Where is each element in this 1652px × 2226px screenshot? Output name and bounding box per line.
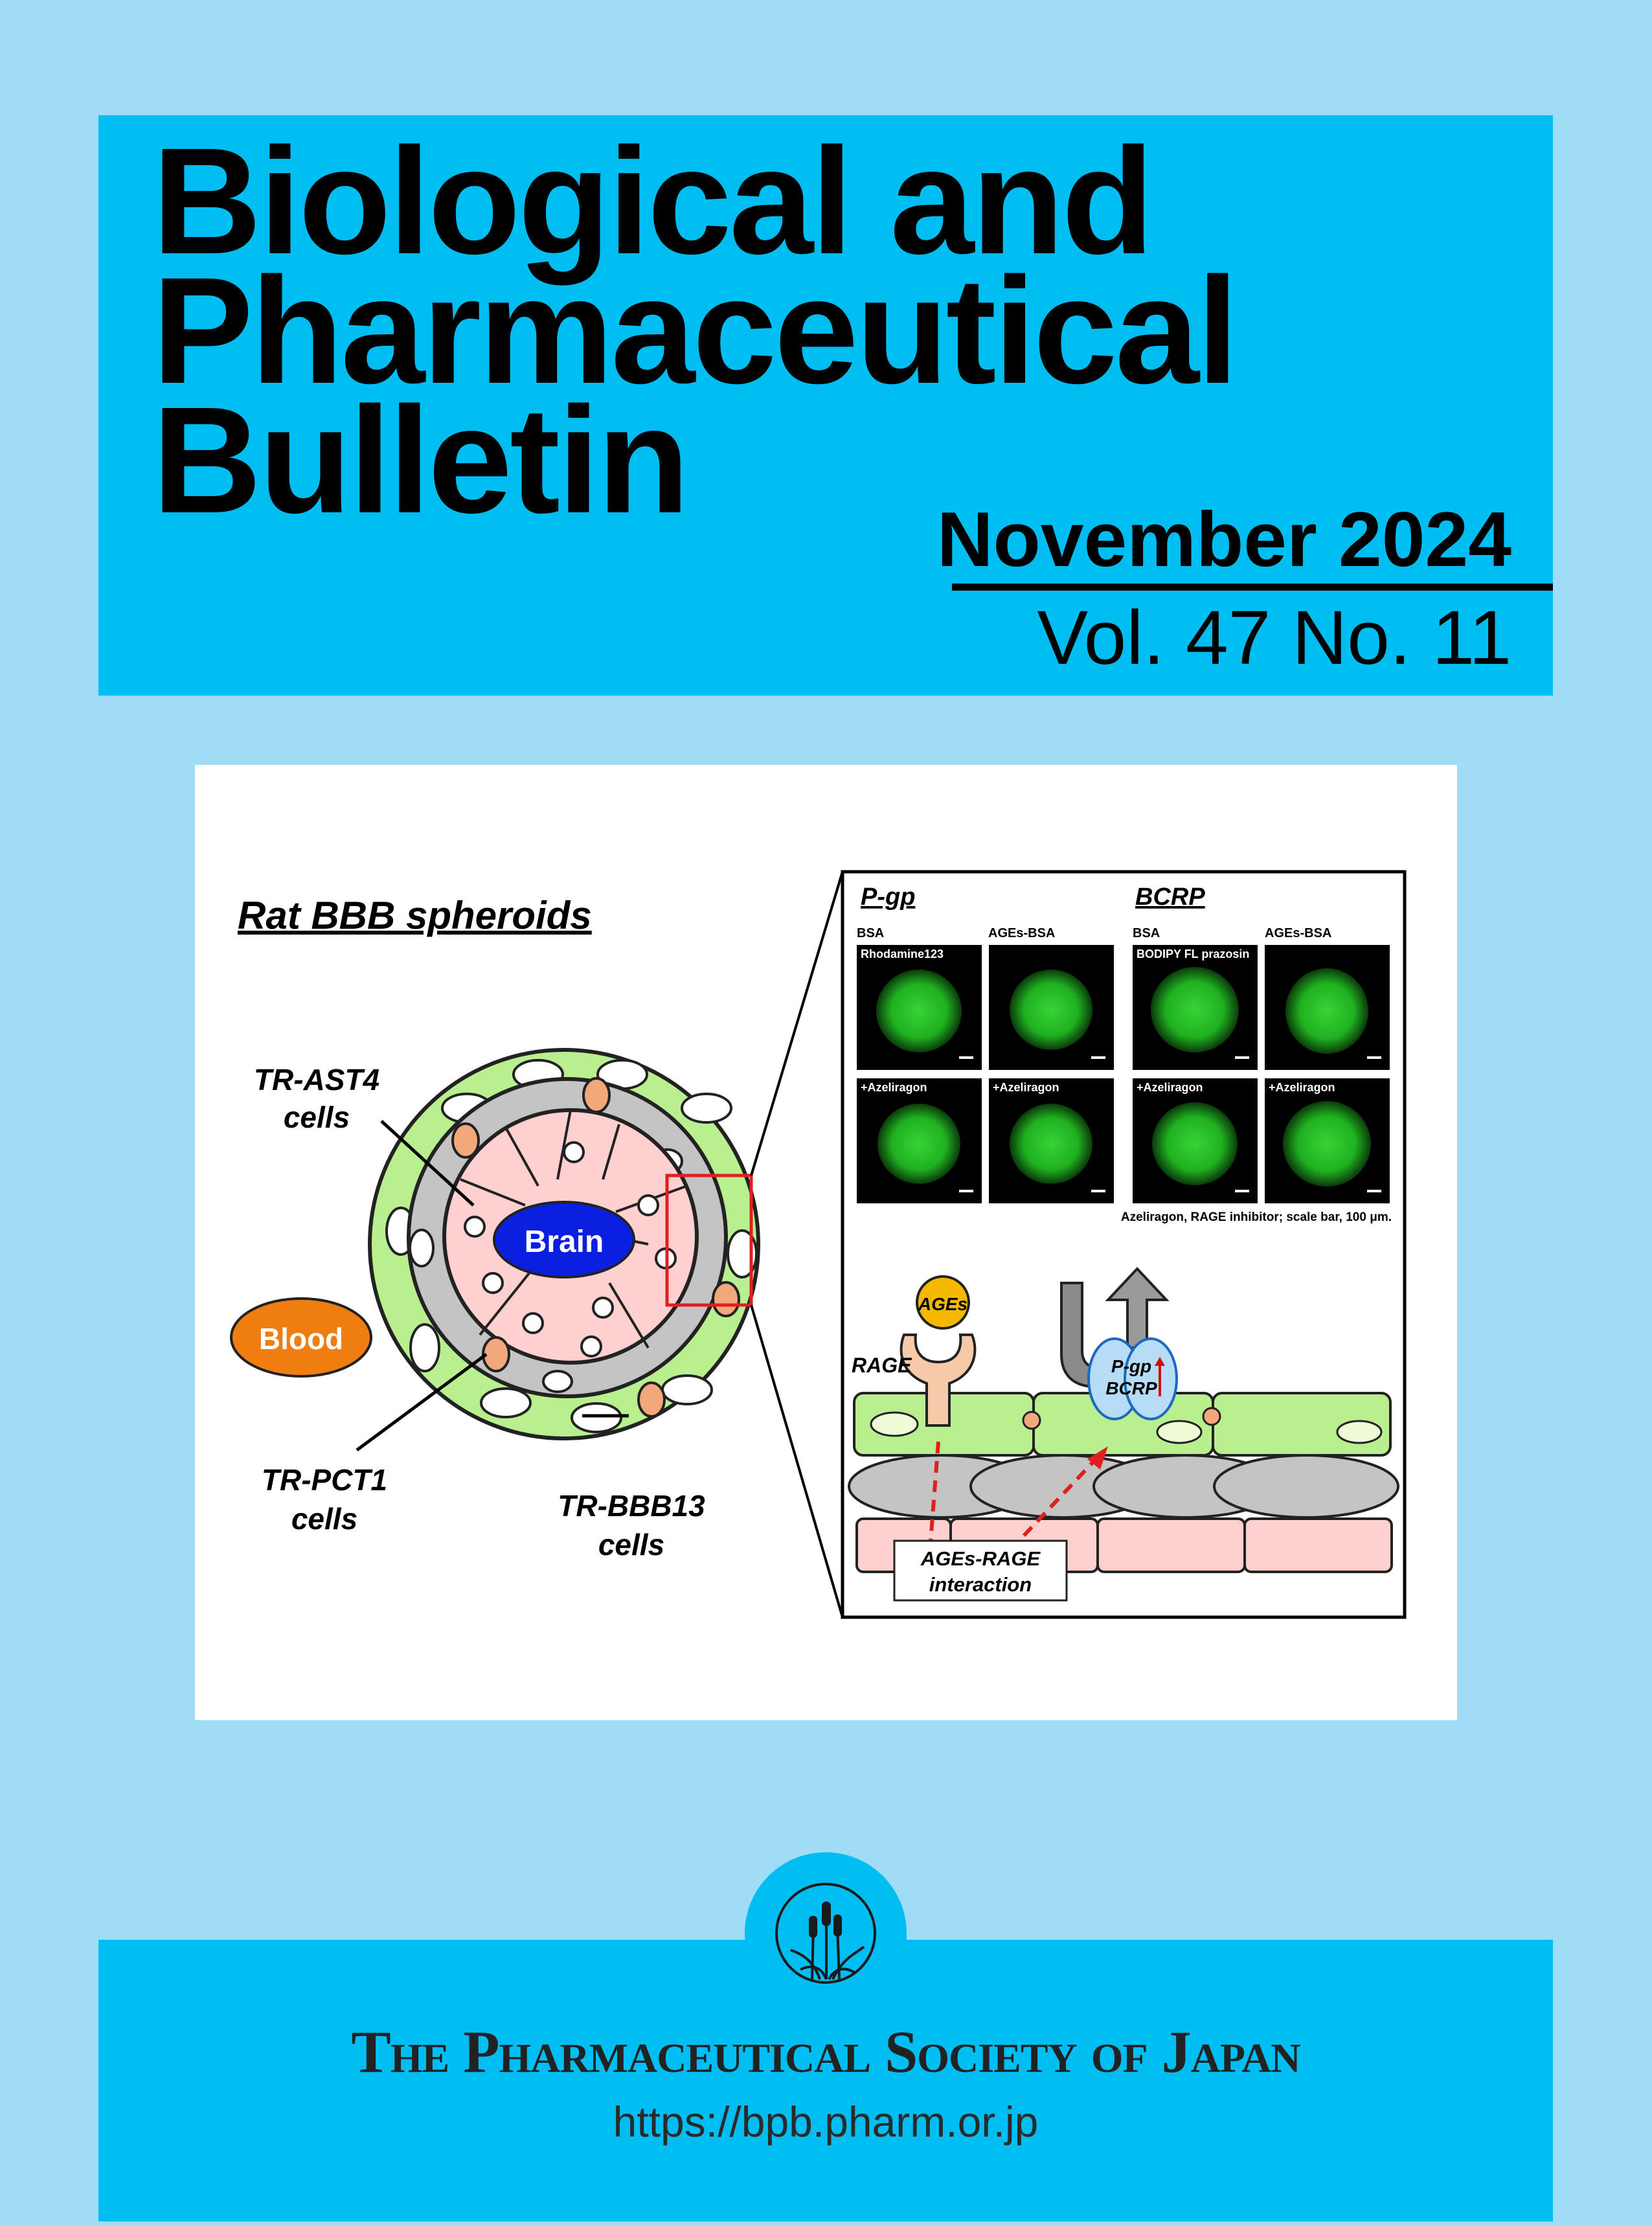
journal-title-line: Bulletin: [152, 375, 690, 545]
transporter: [1124, 1337, 1178, 1420]
probe-label: BODIPY FL prazosin: [1137, 948, 1249, 960]
cell-label-pct1: TR-PCT1: [262, 1463, 387, 1497]
pericyte: [482, 1336, 510, 1372]
issue-divider: [952, 584, 1553, 591]
journal-title-line: Pharmaceutical: [152, 245, 1239, 415]
publisher-name: The Pharmaceutical Society of Japan: [351, 2019, 1300, 2085]
rage-label: RAGE: [852, 1354, 912, 1377]
scale-bar: [1367, 1056, 1381, 1059]
cattail-plants-icon: [775, 1883, 876, 1984]
pericyte-layer-cell: [1213, 1454, 1399, 1519]
journal-title-line: Biological and: [152, 116, 1154, 286]
cell-label-ast4-suffix: cells: [284, 1100, 350, 1134]
ages-label: AGEs: [918, 1294, 967, 1314]
rage-receptor: [900, 1334, 977, 1427]
barrier-schematic: AGEs RAGE P-gp BCRP AGEs-RAGE interactio…: [848, 1267, 1399, 1602]
scale-bar: [1235, 1190, 1249, 1192]
astrocyte-layer-cell: [1096, 1517, 1246, 1573]
inhibitor-label: +Azeliragon: [993, 1081, 1059, 1094]
issue-date: November 2024: [936, 496, 1511, 583]
scale-bar: [1091, 1056, 1105, 1059]
pericyte: [451, 1122, 480, 1159]
leader-line: [356, 1352, 488, 1452]
cell-label-ast4: TR-AST4: [254, 1063, 379, 1096]
image-caption: Azeliragon, RAGE inhibitor; scale bar, 1…: [1121, 1210, 1392, 1224]
scale-bar: [959, 1190, 973, 1192]
pericyte: [582, 1077, 611, 1113]
brain-label: Brain: [525, 1225, 604, 1259]
pericyte: [637, 1381, 666, 1418]
interaction-label: AGEs-RAGE: [920, 1547, 1041, 1570]
journal-title: Biological and Pharmaceutical Bulletin: [152, 116, 1239, 545]
condition-label: AGEs-BSA: [988, 926, 1055, 940]
zoom-connector: [750, 871, 844, 1176]
cover-graphic: Rat BBB spheroids: [230, 870, 1407, 1619]
brain-ellipse: [493, 1201, 635, 1278]
transporter-label: BCRP: [1105, 1378, 1157, 1398]
zoom-box: [665, 1174, 753, 1307]
volume-issue: Vol. 47 No. 11: [1037, 595, 1511, 681]
masthead: Biological and Pharmaceutical Bulletin N…: [98, 115, 1553, 696]
cover-figure: Rat BBB spheroids: [195, 765, 1457, 1720]
condition-label: AGEs-BSA: [1265, 926, 1331, 940]
spheroid-heading: Rat BBB spheroids: [238, 894, 592, 937]
probe-label: Rhodamine123: [861, 948, 944, 960]
inhibitor-label: +Azeliragon: [1137, 1081, 1203, 1094]
condition-label: BSA: [1133, 926, 1160, 940]
spheroid-diagram: Brain: [368, 1048, 760, 1440]
interaction-box: [893, 1539, 1068, 1602]
astrocyte-layer-cell: [1243, 1517, 1393, 1573]
condition-label: BSA: [857, 926, 884, 940]
fluorescence-image-grid: [857, 945, 1390, 1203]
bcrp-title: BCRP: [1135, 883, 1205, 911]
scale-bar: [1235, 1056, 1249, 1059]
blood-ellipse: [230, 1297, 372, 1378]
inhibitor-label: +Azeliragon: [861, 1081, 927, 1094]
pericyte: [712, 1281, 740, 1317]
inhibitor-label: +Azeliragon: [1269, 1081, 1335, 1094]
blood-label: Blood: [259, 1322, 343, 1356]
publisher-logo: [745, 1852, 907, 2014]
cell-label-bbb13-suffix: cells: [598, 1528, 664, 1562]
scale-bar: [959, 1056, 973, 1059]
cell-label-pct1-suffix: cells: [291, 1502, 357, 1536]
interaction-label: interaction: [929, 1573, 1032, 1596]
scale-bar: [1367, 1190, 1381, 1192]
leader-line: [380, 1120, 475, 1207]
publisher-url[interactable]: https://bpb.pharm.or.jp: [613, 2098, 1039, 2146]
signal-arrow: [929, 1441, 940, 1543]
cell-label-bbb13: TR-BBB13: [558, 1489, 705, 1523]
scale-bar: [1091, 1190, 1105, 1192]
pgp-title: P-gp: [861, 883, 915, 911]
zoom-connector: [750, 1304, 844, 1618]
transporter-label: P-gp: [1111, 1356, 1151, 1376]
ages-molecule: [916, 1275, 970, 1330]
